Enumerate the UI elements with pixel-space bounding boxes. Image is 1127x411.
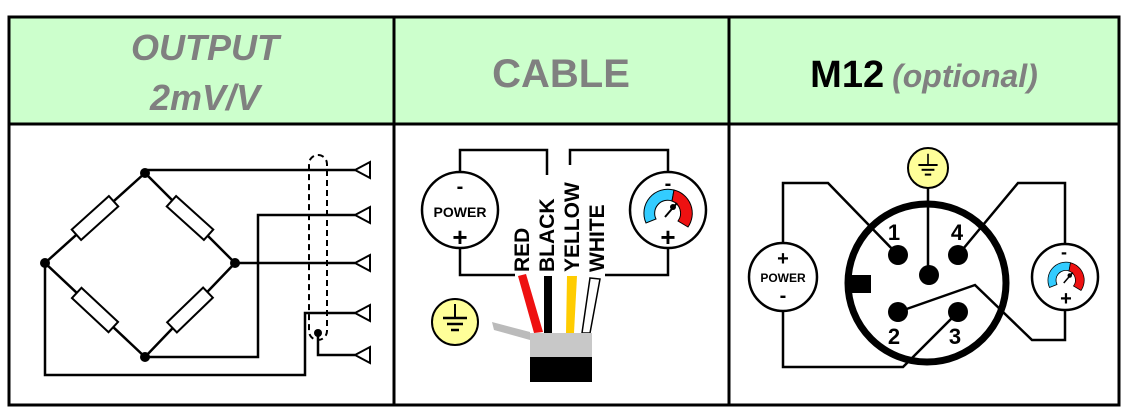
pin-3 xyxy=(948,302,968,322)
wire-yellow xyxy=(566,276,577,333)
header-output: OUTPUT xyxy=(131,27,282,68)
power-supply-icon xyxy=(747,241,819,313)
svg-text:1: 1 xyxy=(888,220,900,245)
output-terminal xyxy=(354,304,371,322)
wire-red xyxy=(518,274,543,333)
pin-1 xyxy=(888,245,908,265)
power-label: POWER xyxy=(760,271,806,285)
svg-text:+: + xyxy=(1060,288,1072,310)
svg-text:2: 2 xyxy=(888,324,900,349)
cable-jacket xyxy=(530,357,592,382)
header-cable: CABLE xyxy=(492,52,630,96)
ground-icon xyxy=(431,298,479,346)
wire-black xyxy=(544,276,552,333)
ground-icon xyxy=(907,147,949,189)
wire-label-yellow: YELLOW xyxy=(561,182,584,272)
svg-text:+: + xyxy=(660,222,675,252)
output-terminal xyxy=(354,346,371,364)
m12-diagram: 1 2 3 4 + POWER - - + xyxy=(747,147,1100,369)
svg-text:+: + xyxy=(777,248,789,270)
bridge-diagram xyxy=(40,154,371,377)
shield-outline xyxy=(308,154,328,341)
wire-label-black: BLACK xyxy=(536,199,559,273)
output-terminal xyxy=(354,254,371,272)
wire-white xyxy=(581,277,601,334)
svg-text:-: - xyxy=(780,285,787,307)
wire-label-red: RED xyxy=(511,228,534,272)
shield-wire xyxy=(492,322,530,340)
svg-text:-: - xyxy=(1061,242,1067,262)
meter-icon xyxy=(628,170,708,250)
header-output-value: 2mV/V xyxy=(149,77,263,118)
connector-key xyxy=(849,275,871,293)
output-terminal xyxy=(354,161,371,179)
pin-4 xyxy=(948,245,968,265)
svg-text:4: 4 xyxy=(951,220,964,245)
svg-text:-: - xyxy=(457,176,464,198)
svg-text:-: - xyxy=(665,173,672,195)
wire-label-white: WHITE xyxy=(586,204,609,272)
cable-shield xyxy=(530,333,592,357)
pin-2 xyxy=(888,302,908,322)
output-terminal xyxy=(354,206,371,224)
meter-icon xyxy=(1030,242,1100,312)
cable-diagram: - POWER + - + RED BLACK YELLOW WHITE xyxy=(420,148,708,382)
power-label: POWER xyxy=(434,204,487,220)
table-border xyxy=(7,15,1121,407)
svg-text:+: + xyxy=(452,222,467,252)
m12-connector xyxy=(844,200,1010,366)
header-m12: M12(optional) xyxy=(810,54,1038,96)
svg-text:3: 3 xyxy=(949,324,961,349)
power-supply-icon xyxy=(420,170,500,250)
pin-center xyxy=(919,265,939,285)
header-row xyxy=(9,17,1119,124)
